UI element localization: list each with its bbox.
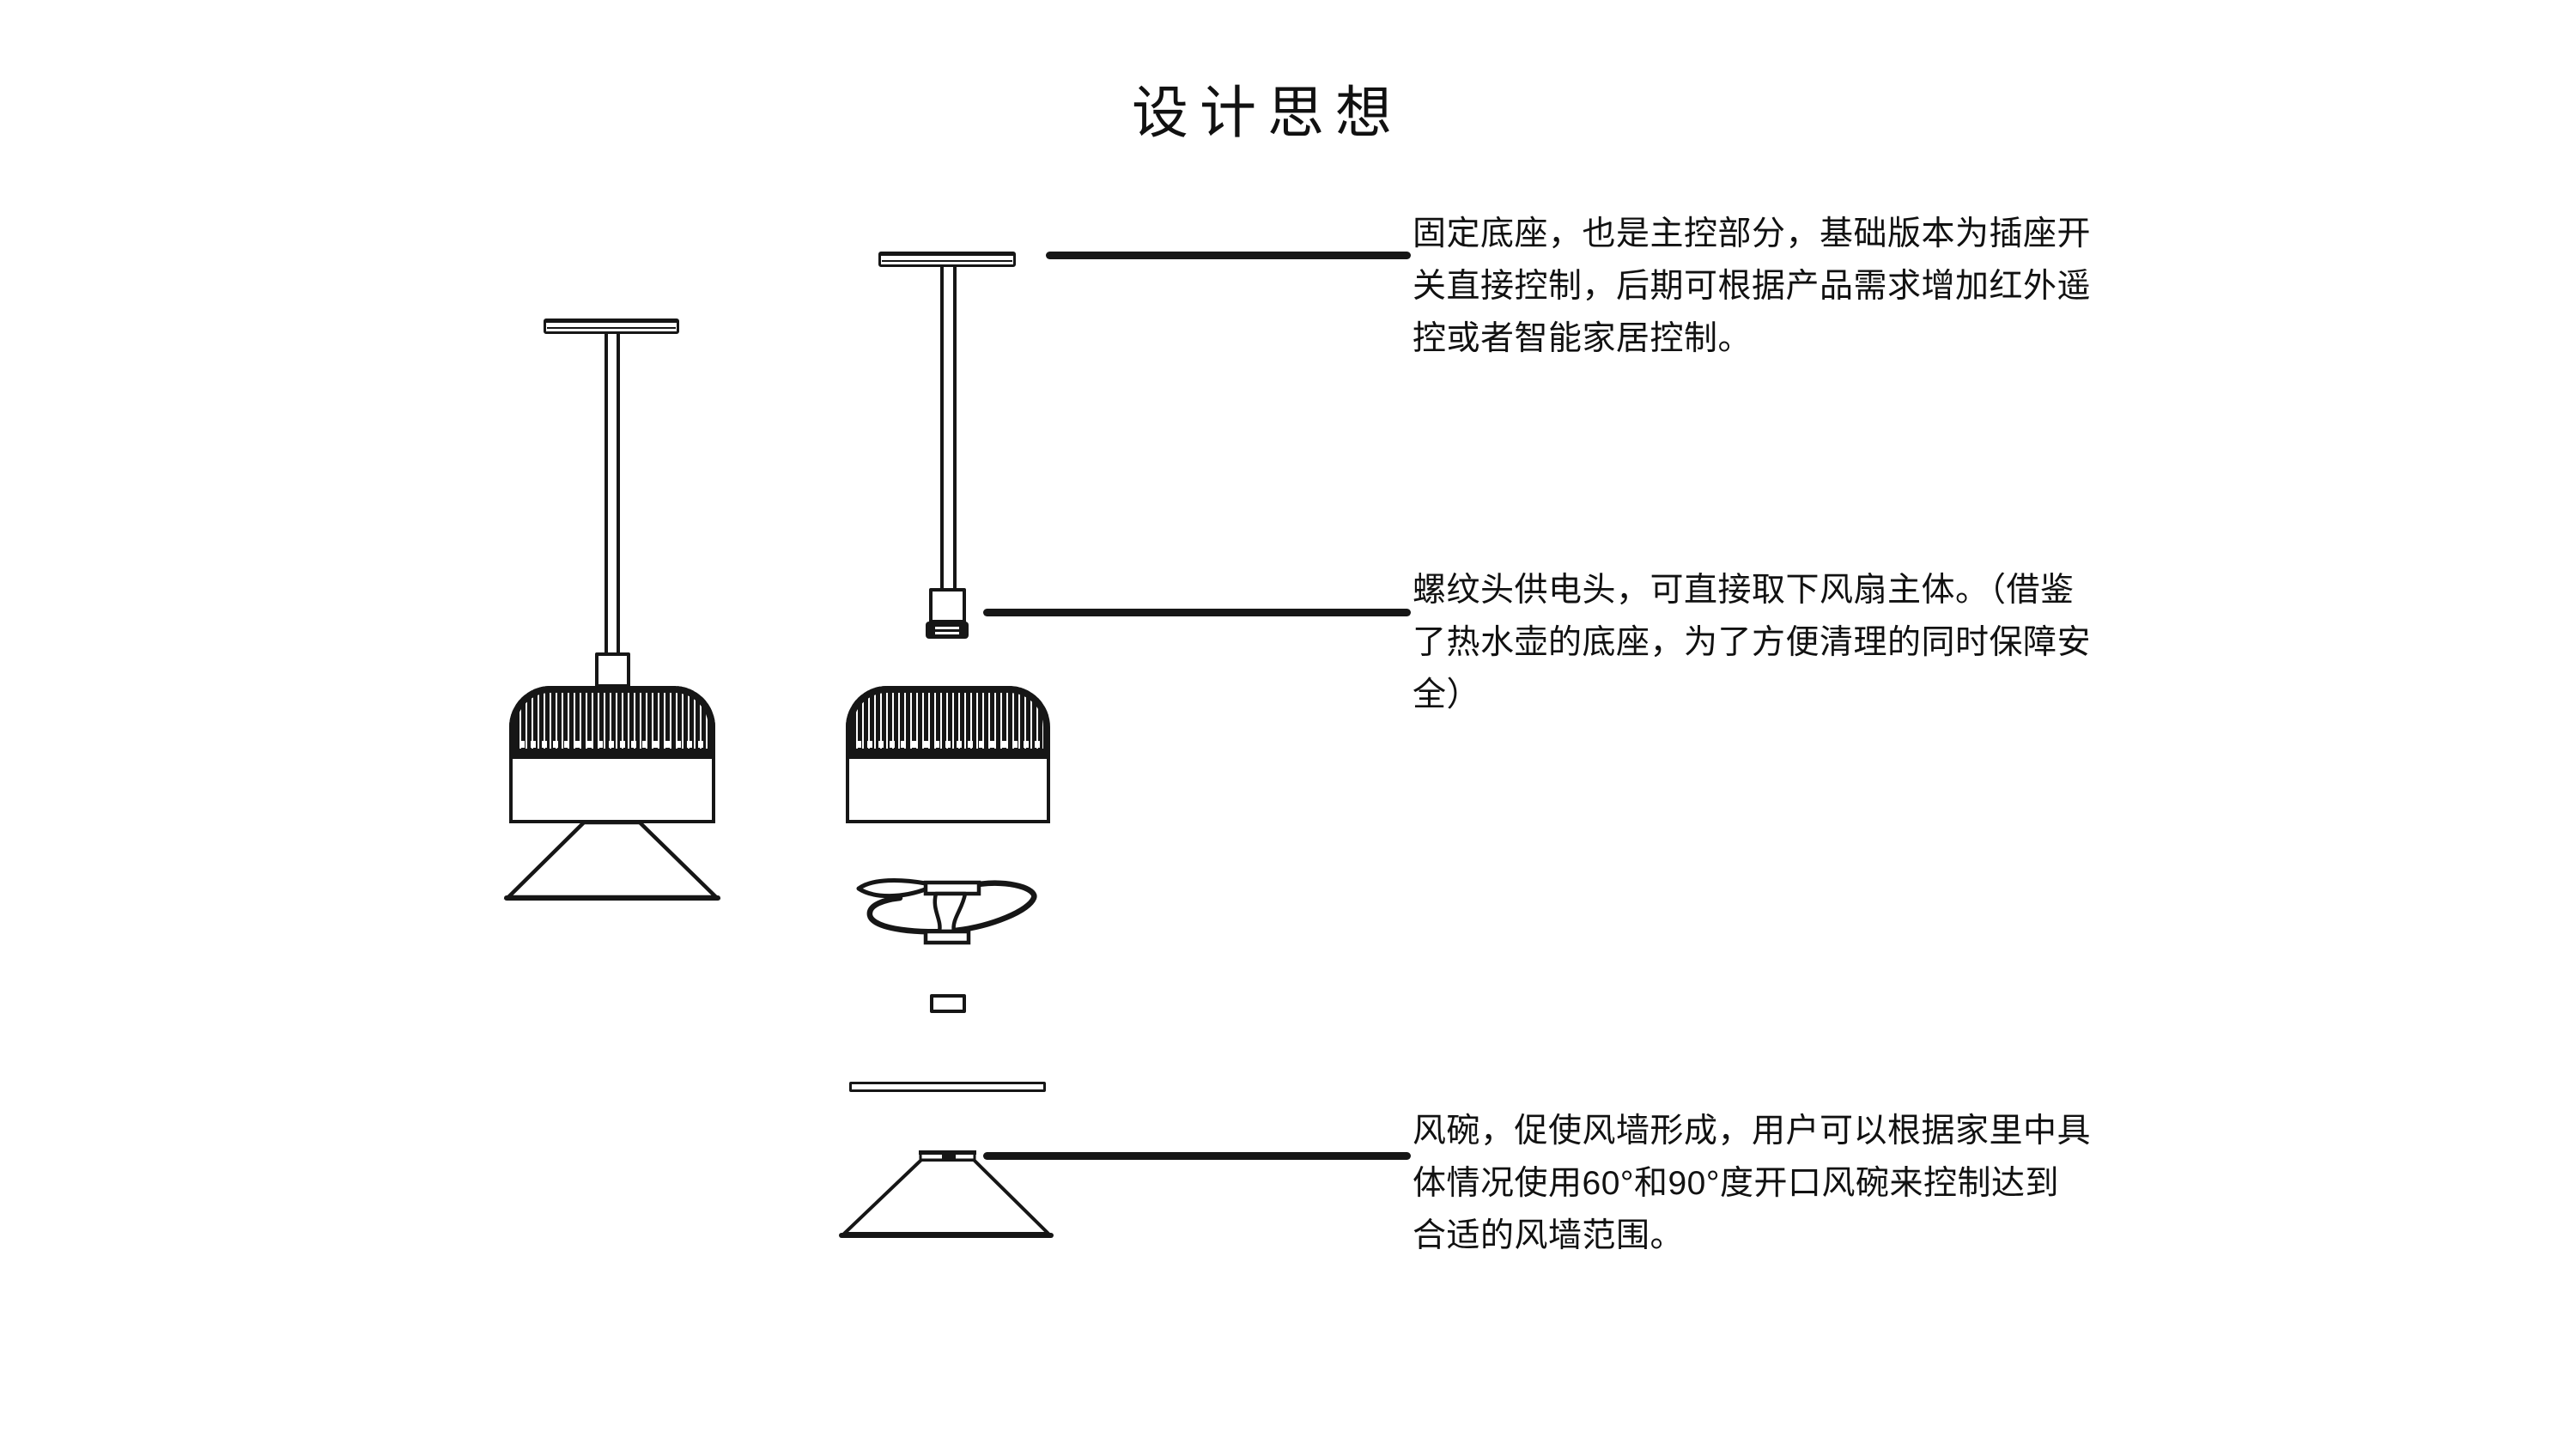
fan-grille-dome-exploded xyxy=(846,686,1050,755)
power-connector-box xyxy=(929,588,966,623)
fan-body-drum xyxy=(509,755,715,823)
annotation-line: 全） xyxy=(1413,676,1481,713)
diffuser-disc xyxy=(849,1082,1046,1092)
thread-ribs xyxy=(935,624,959,637)
annotation-thread: 螺纹头供电头，可直接取下风扇主体。（借鉴 了热水壶的底座，为了方便清理的同时保障… xyxy=(1413,564,2099,721)
support-rod xyxy=(605,334,620,654)
wind-cone xyxy=(503,820,721,901)
annotation-line: 螺纹头供电头，可直接取下风扇主体。（借鉴 xyxy=(1413,572,2075,609)
callout-line-bowl xyxy=(983,1152,1411,1160)
annotation-base: 固定底座，也是主控部分，基础版本为插座开 关直接控制，后期可根据产品需求增加红外… xyxy=(1413,208,2099,365)
annotation-line: 固定底座，也是主控部分，基础版本为插座开 xyxy=(1413,215,2092,252)
wind-bowl-cone xyxy=(839,1150,1054,1238)
callout-line-thread xyxy=(983,609,1411,616)
ceiling-plate-exploded xyxy=(878,252,1016,267)
annotation-line: 体情况使用60°和90°度开口风碗来控制达到 xyxy=(1413,1165,2059,1202)
ceiling-plate-seam xyxy=(882,260,1012,262)
fan-body-drum-exploded xyxy=(846,755,1050,823)
page-title: 设计思想 xyxy=(1132,81,1403,144)
support-rod-exploded xyxy=(940,267,957,588)
hub-cap xyxy=(930,994,966,1013)
annotation-line: 风碗，促使风墙形成，用户可以根据家里中具 xyxy=(1413,1113,2092,1150)
annotation-line: 了热水壶的底座，为了方便清理的同时保障安 xyxy=(1413,624,2092,661)
annotation-line: 控或者智能家居控制。 xyxy=(1413,320,1753,357)
grille-dash-band xyxy=(856,741,1040,748)
rod-connector xyxy=(595,652,630,688)
fan-blade-assembly xyxy=(856,877,1037,945)
ceiling-plate-seam xyxy=(547,327,676,329)
annotation-line: 关直接控制，后期可根据产品需求增加红外遥 xyxy=(1413,268,2092,305)
callout-line-base xyxy=(1046,252,1411,259)
fan-grille-dome xyxy=(509,686,715,755)
grille-dash-band xyxy=(519,741,705,748)
threaded-power-head xyxy=(926,622,969,639)
ceiling-plate xyxy=(544,319,679,334)
annotation-bowl: 风碗，促使风墙形成，用户可以根据家里中具 体情况使用60°和90°度开口风碗来控… xyxy=(1413,1105,2099,1262)
annotation-line: 合适的风墙范围。 xyxy=(1413,1217,1685,1254)
